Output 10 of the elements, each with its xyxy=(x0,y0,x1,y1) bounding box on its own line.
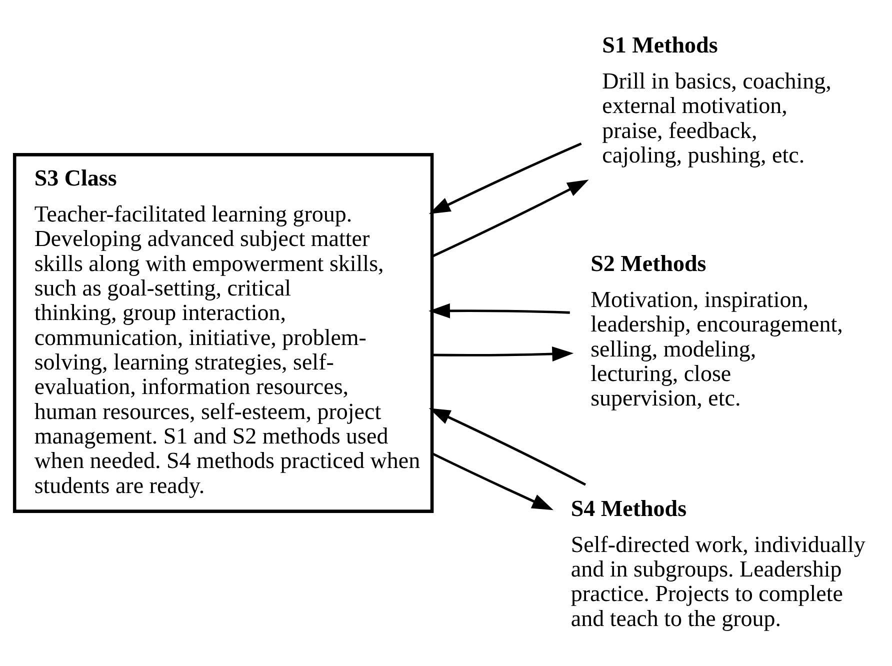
node-box: S3 Class Teacher-facilitated learning group. Developing advanced subject matter skills along with empowerment skills, such as goal-setting, critical thinking, group interaction, communication, initiative, problem-solving, learning strategies, self-evaluation, information resources, human resources, self-esteem, project management. S1 and S2 methods used when needed. S4 methods practiced when students are ready. xyxy=(12,153,434,513)
node-text: S2 Methods Motivation, inspiration, leadership, encouragement, selling, modeling, lecturing, close supervision, etc. xyxy=(590,250,843,411)
arrow xyxy=(432,346,574,362)
arrow xyxy=(432,180,589,258)
arrow xyxy=(428,408,586,486)
arrow xyxy=(428,303,570,318)
node-text: S4 Methods Self-directed work, individually and in subgroups. Leadership practice. Projects to complete and teach to the group. xyxy=(570,496,866,631)
arrow xyxy=(432,452,554,510)
node-text: S1 Methods Drill in basics, coaching, external motivation, praise, feedback, cajoling, pushing, etc. xyxy=(602,32,832,168)
arrow xyxy=(428,142,582,214)
